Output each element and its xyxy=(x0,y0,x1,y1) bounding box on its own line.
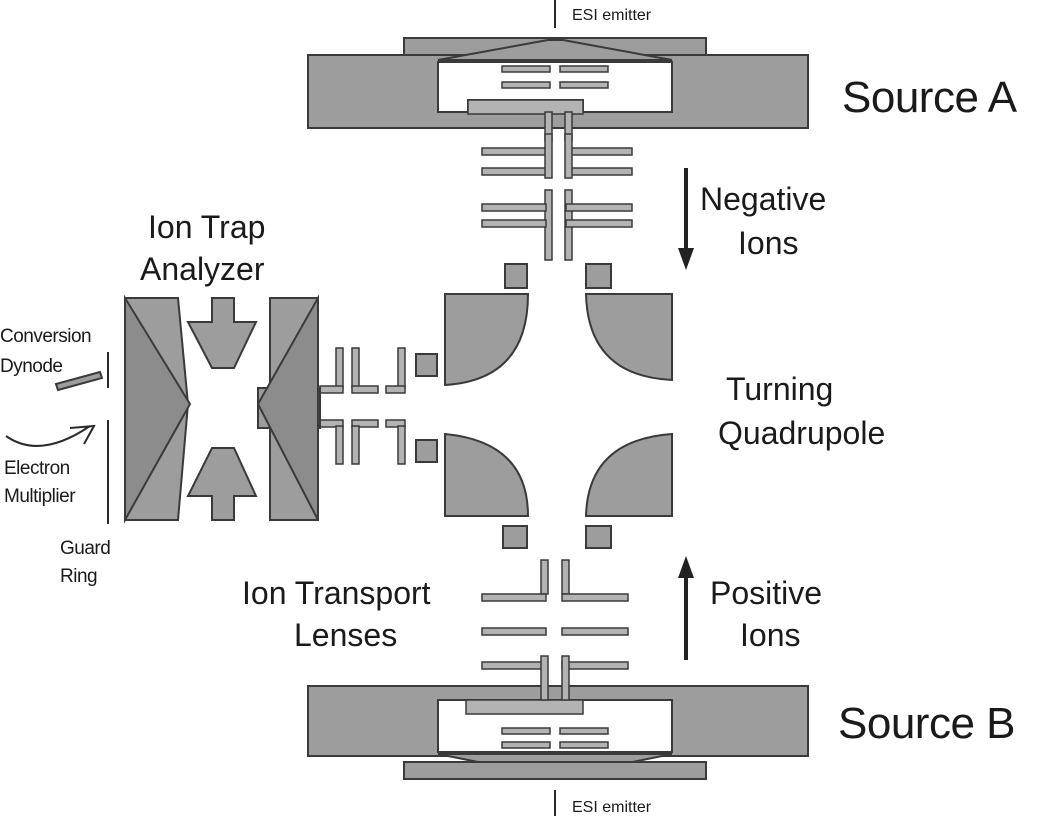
lens-plate xyxy=(481,593,547,602)
electron-multiplier-label-line2: Multiplier xyxy=(4,486,76,507)
quad-rod-upper-right xyxy=(584,293,673,382)
entrance-lens-stem xyxy=(351,425,360,465)
quad-corner-block xyxy=(415,353,438,377)
transport-lenses-label-line2: Lenses xyxy=(294,617,397,653)
lens-plate xyxy=(481,661,547,670)
lens-plate xyxy=(561,661,629,670)
trap-ring-top xyxy=(186,297,258,369)
quad-corner-block xyxy=(502,525,528,549)
lens-plate xyxy=(561,627,629,636)
source-b-cap xyxy=(403,761,707,780)
lens-stem xyxy=(540,655,549,701)
quad-corner-block xyxy=(585,525,612,549)
trap-entrance-lenses xyxy=(319,347,406,465)
lens-plate xyxy=(481,203,547,212)
entrance-lens-plate xyxy=(385,419,406,428)
source-a-housing xyxy=(307,54,809,129)
entrance-lens-stem xyxy=(335,425,344,465)
lower-transport-lenses xyxy=(481,559,629,701)
source-a-assembly xyxy=(307,0,809,129)
lens-stem xyxy=(561,655,570,701)
source-a-label: Source A xyxy=(842,73,1018,122)
lens-stem xyxy=(564,133,573,179)
conversion-dynode xyxy=(54,370,104,392)
lens-plate xyxy=(481,147,547,156)
guard-ring-label-line1: Guard xyxy=(60,538,110,559)
entrance-lens-stem xyxy=(397,425,406,465)
quad-corner-block xyxy=(504,263,528,289)
electron-multiplier-arrow xyxy=(69,424,96,445)
entrance-lens-plate xyxy=(385,385,406,394)
lens-plate xyxy=(481,219,547,228)
source-a-emitter-cone xyxy=(437,39,673,61)
esi-emitter-label-top: ESI emitter xyxy=(572,7,652,24)
quad-corner-block xyxy=(585,263,612,289)
turning-quadrupole-label-line2: Quadrupole xyxy=(718,415,885,451)
negative-ions-label-line2: Ions xyxy=(738,225,798,261)
negative-ions-arrow xyxy=(678,168,694,270)
lens-plate xyxy=(561,593,629,602)
electron-multiplier-label-line1: Electron xyxy=(4,458,70,479)
lens-stem xyxy=(540,559,549,595)
entrance-lens-plate xyxy=(351,419,379,428)
electron-multiplier-curve xyxy=(5,425,91,447)
source-a-lens xyxy=(559,81,609,89)
lens-plate xyxy=(565,147,633,156)
entrance-lens-plate xyxy=(319,385,344,394)
ion-trap-analyzer xyxy=(5,294,321,524)
lens-plate xyxy=(565,219,633,228)
quad-rod-lower-right xyxy=(584,432,673,517)
source-b-lens xyxy=(559,741,609,749)
trap-ring-bottom xyxy=(186,447,258,521)
lens-plate xyxy=(565,167,633,176)
source-b-lens xyxy=(559,727,609,735)
lens-plate xyxy=(481,627,547,636)
source-a-lens xyxy=(559,65,609,73)
turning-quadrupole-label-line1: Turning xyxy=(726,371,833,407)
trap-flank-left xyxy=(124,294,192,524)
source-b-lens xyxy=(501,727,551,735)
esi-emitter-label-bottom: ESI emitter xyxy=(572,799,652,816)
conversion-dynode-label-line2: Dynode xyxy=(0,356,63,377)
lens-stem xyxy=(544,133,553,179)
quad-rod-lower-left xyxy=(444,432,530,517)
entrance-lens-stem xyxy=(397,347,406,389)
turning-quadrupole xyxy=(415,263,673,549)
source-a-lens xyxy=(501,81,551,89)
guard-ring-label-line2: Ring xyxy=(60,566,97,587)
lens-plate xyxy=(481,167,547,176)
ion-trap-label-line2: Analyzer xyxy=(140,251,265,287)
source-b-assembly xyxy=(307,685,809,816)
source-b-lens xyxy=(501,741,551,749)
entrance-lens-stem xyxy=(351,347,360,389)
trap-flank-right xyxy=(256,294,319,521)
quad-corner-block xyxy=(415,439,438,463)
source-a-inner-plate xyxy=(467,99,584,115)
ion-trap-label-line1: Ion Trap xyxy=(148,209,265,245)
entrance-lens-stem xyxy=(335,347,344,389)
positive-ions-label-line1: Positive xyxy=(710,575,822,611)
source-b-label: Source B xyxy=(838,699,1015,748)
source-b-inner-plate xyxy=(465,699,584,715)
source-b-housing xyxy=(307,685,809,757)
source-a-lens xyxy=(501,65,551,73)
positive-ions-label-line2: Ions xyxy=(740,617,800,653)
negative-ions-label-line1: Negative xyxy=(700,181,826,217)
positive-ions-arrow xyxy=(678,556,694,660)
upper-transport-lenses xyxy=(481,111,633,261)
transport-lenses-label-line1: Ion Transport xyxy=(242,575,431,611)
lens-plate xyxy=(565,203,633,212)
lens-stem xyxy=(561,559,570,595)
conversion-dynode-label-line1: Conversion xyxy=(0,326,91,347)
entrance-lens-plate xyxy=(351,385,379,394)
quad-rod-upper-left xyxy=(444,293,530,387)
